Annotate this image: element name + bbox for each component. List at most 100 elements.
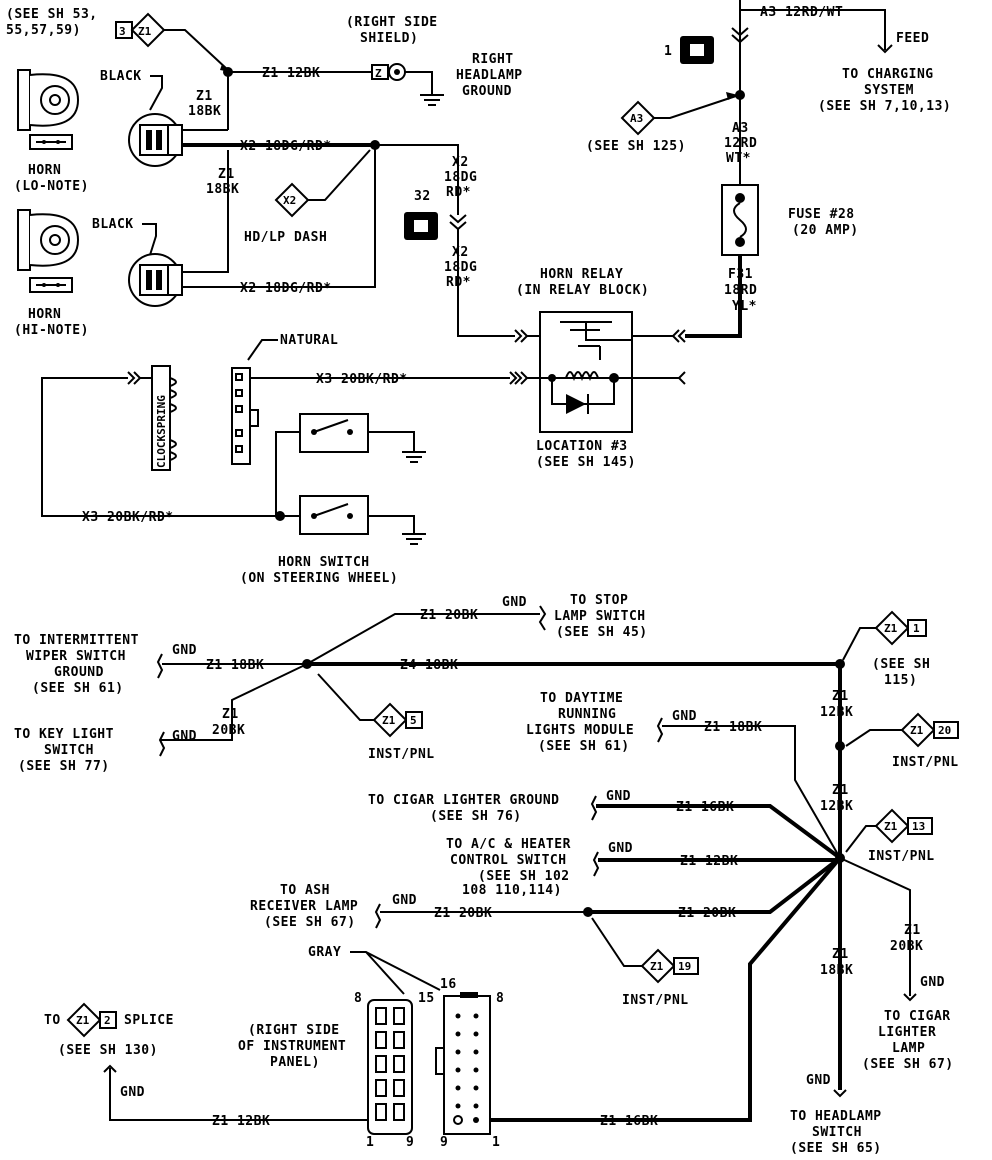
svg-text:1: 1 (366, 1135, 374, 1150)
svg-text:RD*: RD* (446, 185, 471, 200)
svg-text:20: 20 (938, 724, 951, 737)
right-side-shield-2: SHIELD) (360, 31, 418, 46)
to-headlamp-2: SWITCH (812, 1125, 862, 1140)
svg-text:X2: X2 (452, 155, 469, 170)
clockspring: CLOCKSPRING (127, 365, 177, 471)
splice-z1-19[interactable]: Z1 19 (640, 948, 699, 984)
connector-1: 1 (664, 36, 714, 64)
splice-z1-5[interactable]: Z1 5 (372, 702, 423, 738)
gnd-h: GND (920, 975, 945, 990)
splice-z1-13[interactable]: Z1 13 (874, 808, 933, 844)
svg-text:Z: Z (375, 67, 382, 80)
see-sh-53: (SEE SH 53, (6, 7, 98, 22)
to-stop-1: TO STOP (570, 593, 628, 608)
horn-switch-lower (280, 495, 426, 545)
black-label-1: BLACK (100, 69, 142, 84)
svg-text:X2: X2 (283, 194, 296, 207)
horn-relay (514, 311, 686, 433)
right-hl-ground-3: GROUND (462, 84, 512, 99)
svg-text:8: 8 (354, 991, 362, 1006)
svg-text:18BK: 18BK (820, 963, 853, 978)
inst-pnl-2: INST/PNL (892, 755, 959, 770)
to-drl-1: TO DAYTIME (540, 691, 623, 706)
horn-lo-2: (LO-NOTE) (14, 179, 89, 194)
svg-text:Z1: Z1 (382, 714, 396, 727)
top-left-labels: (SEE SH 53, 55,57,59) (6, 7, 98, 38)
to-ac-3: (SEE SH 102 (478, 869, 570, 884)
svg-text:5: 5 (410, 714, 417, 727)
svg-text:A3: A3 (630, 112, 643, 125)
svg-text:20BK: 20BK (890, 939, 923, 954)
svg-text:9: 9 (440, 1135, 448, 1150)
splice-a3[interactable]: A3 (620, 100, 656, 136)
svg-text:WT*: WT* (726, 151, 751, 166)
svg-text:RD*: RD* (446, 275, 471, 290)
z1-18bk-a1: Z1 (196, 89, 213, 104)
splice-z1-2[interactable]: Z1 2 (66, 1002, 117, 1038)
svg-text:Z1: Z1 (910, 724, 924, 737)
to-cigar-lamp-3: LAMP (892, 1041, 925, 1056)
to-cigar-lamp-4: (SEE SH 67) (862, 1057, 954, 1072)
svg-text:16: 16 (440, 977, 457, 992)
inst-pnl-3: INST/PNL (868, 849, 935, 864)
svg-text:Z1: Z1 (904, 923, 921, 938)
z1-12bk-b: Z1 12BK (212, 1114, 270, 1129)
horn-switch-1: HORN SWITCH (278, 555, 370, 570)
to-ac-2: CONTROL SWITCH (450, 853, 567, 868)
svg-text:Z1: Z1 (832, 689, 849, 704)
to-ac-1: TO A/C & HEATER (446, 837, 571, 852)
gnd-i: GND (120, 1085, 145, 1100)
fuse-1: FUSE #28 (788, 207, 855, 222)
svg-text:CLOCKSPRING: CLOCKSPRING (155, 395, 168, 468)
to-charging-1: TO CHARGING (842, 67, 934, 82)
svg-text:3: 3 (119, 25, 126, 38)
fuse-28 (721, 184, 759, 256)
splice-x2[interactable]: X2 (274, 182, 310, 218)
ip-connector-right: 16 8 9 1 (435, 977, 504, 1150)
to-drl-3: LIGHTS MODULE (526, 723, 634, 738)
to-ash-1: TO ASH (280, 883, 330, 898)
z1-18bk-a2: 18BK (188, 104, 221, 119)
to-headlamp-3: (SEE SH 65) (790, 1141, 882, 1156)
to-cigar-lamp-2: LIGHTER (878, 1025, 936, 1040)
ip-connector-left: 8 15 1 9 (354, 991, 434, 1150)
horn-hi-note: HORN (HI-NOTE) (14, 209, 89, 338)
gnd-b: GND (172, 643, 197, 658)
svg-text:18DG: 18DG (444, 170, 477, 185)
z4-18bk: Z4 18BK (400, 658, 458, 673)
horn-lo-connector (128, 113, 183, 167)
splice-z1-20[interactable]: Z1 20 (900, 712, 959, 748)
horn-lo-1: HORN (28, 163, 61, 178)
horn-lo-note: HORN (LO-NOTE) (14, 69, 89, 194)
horn-hi-2: (HI-NOTE) (14, 323, 89, 338)
fuse-2: (20 AMP) (792, 223, 859, 238)
horn-hi-1: HORN (28, 307, 61, 322)
right-hl-ground-1: RIGHT (472, 52, 514, 67)
svg-text:12RD: 12RD (724, 136, 757, 151)
z1-20bk-c: Z1 20BK (678, 906, 736, 921)
svg-text:12BK: 12BK (820, 799, 853, 814)
svg-text:19: 19 (678, 960, 691, 973)
splice-z1-1[interactable]: Z1 1 (874, 610, 927, 646)
gnd-g: GND (392, 893, 417, 908)
right-side-shield-1: (RIGHT SIDE (346, 15, 438, 30)
horn-relay-2: (IN RELAY BLOCK) (516, 283, 649, 298)
z1-18bk-c: Z1 18BK (206, 658, 264, 673)
gnd-f: GND (608, 841, 633, 856)
svg-text:32: 32 (414, 189, 431, 204)
right-side-ip-1: (RIGHT SIDE (248, 1023, 340, 1038)
svg-text:Z1: Z1 (222, 707, 239, 722)
z1-12bk-top: Z1 12BK (262, 66, 320, 81)
a3-top: A3 12RD/WT (760, 5, 843, 20)
x2-18dg-1: X2 18DG/RD* (240, 139, 332, 154)
splice-z1-3[interactable]: 3 Z1 (115, 12, 166, 48)
gnd-j: GND (806, 1073, 831, 1088)
to-ash-2: RECEIVER LAMP (250, 899, 358, 914)
splice-label: SPLICE (124, 1013, 174, 1028)
svg-text:X2: X2 (452, 245, 469, 260)
location-2: (SEE SH 145) (536, 455, 636, 470)
see-sh-115-2: 115) (884, 673, 917, 688)
svg-text:8: 8 (496, 991, 504, 1006)
right-side-ip-3: PANEL) (270, 1055, 320, 1070)
